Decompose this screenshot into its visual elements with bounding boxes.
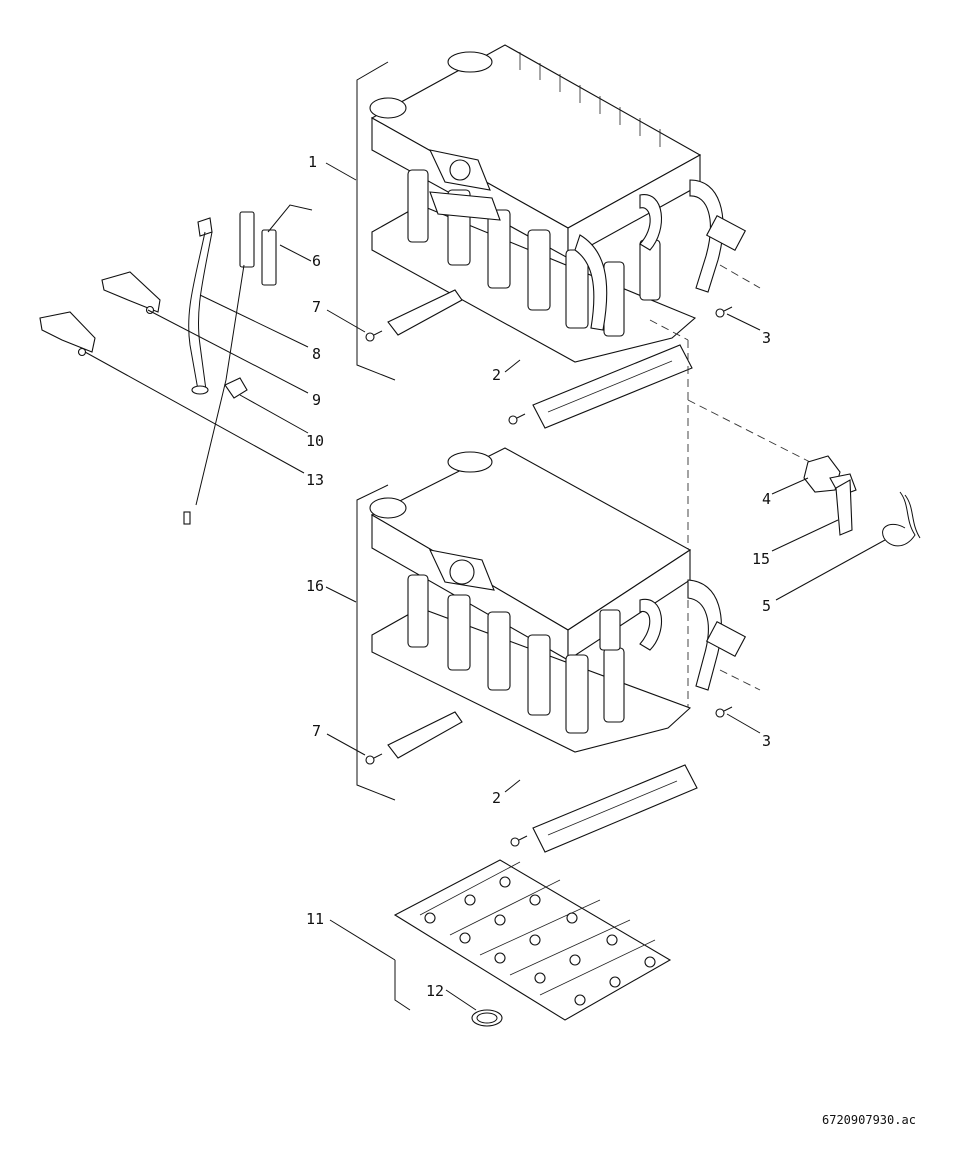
callout-1: 1 bbox=[308, 153, 317, 171]
ionisation-electrode bbox=[188, 217, 213, 395]
bracket-part bbox=[101, 271, 161, 315]
callout-11: 11 bbox=[306, 910, 324, 928]
bracket-part bbox=[39, 311, 96, 357]
callout-6: 6 bbox=[312, 252, 321, 270]
callout-16: 16 bbox=[306, 577, 324, 595]
screw-icon bbox=[365, 306, 733, 425]
ignition-electrode bbox=[183, 204, 313, 525]
callout-15: 15 bbox=[752, 550, 770, 568]
leader-lines bbox=[84, 162, 886, 1011]
callout-8: 8 bbox=[312, 345, 321, 363]
screw-icon bbox=[365, 706, 733, 847]
callout-10: 10 bbox=[306, 432, 324, 450]
clip-part bbox=[224, 377, 248, 399]
callout-3: 3 bbox=[762, 329, 771, 347]
callout-2: 2 bbox=[492, 789, 501, 807]
callout-7: 7 bbox=[312, 722, 321, 740]
callout-labels: 1 6 7 3 8 2 9 10 13 4 15 16 5 7 3 2 11 1… bbox=[306, 153, 771, 1000]
burner-assembly-lower bbox=[356, 447, 761, 853]
callout-2: 2 bbox=[492, 366, 501, 384]
callout-7: 7 bbox=[312, 298, 321, 316]
burner-assembly-upper bbox=[356, 44, 811, 710]
o-ring bbox=[471, 1009, 503, 1027]
callout-13: 13 bbox=[306, 471, 324, 489]
callout-4: 4 bbox=[762, 490, 771, 508]
bracket-clip bbox=[835, 479, 853, 536]
sensor-part bbox=[803, 455, 857, 497]
document-reference: 6720907930.ac bbox=[822, 1113, 916, 1127]
callout-9: 9 bbox=[312, 391, 321, 409]
callout-5: 5 bbox=[762, 597, 771, 615]
callout-12: 12 bbox=[426, 982, 444, 1000]
nozzle-plate bbox=[393, 859, 672, 1021]
spring-clip bbox=[882, 491, 921, 547]
callout-3: 3 bbox=[762, 732, 771, 750]
